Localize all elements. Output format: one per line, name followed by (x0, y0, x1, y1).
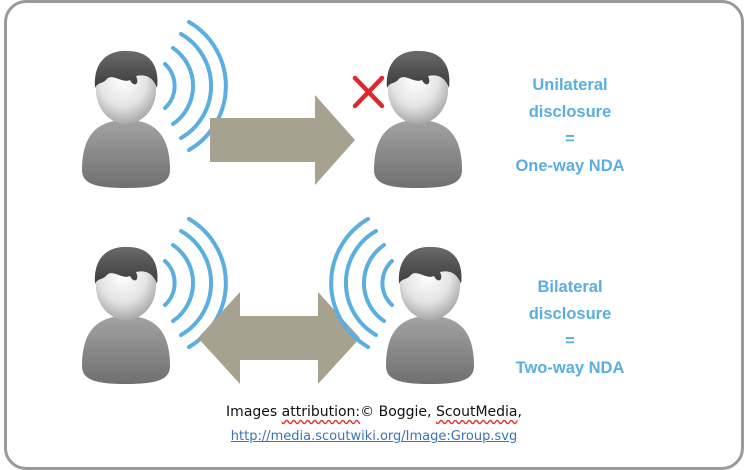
row1-one-way-arrow-icon (210, 95, 355, 185)
row2-label-line2: disclosure (528, 305, 612, 323)
row1-label-line2: disclosure (528, 103, 612, 121)
row1-label: Unilateral disclosure = One-way NDA (470, 72, 670, 180)
row2-right-person (386, 246, 474, 384)
attribution-middle: © Boggie, (360, 404, 436, 420)
row2-label-line3: = (565, 332, 575, 350)
row2-left-person (82, 246, 170, 384)
row2-label: Bilateral disclosure = Two-way NDA (470, 274, 670, 382)
row1-label-line4: One-way NDA (515, 157, 625, 175)
attribution-link[interactable]: http://media.scoutwiki.org/Image:Group.s… (230, 429, 518, 444)
row1-label-line1: Unilateral (532, 76, 608, 94)
row1-x-mark-icon (352, 75, 385, 109)
attribution-suffix: , (517, 404, 522, 420)
attribution-text: Images attribution:© Boggie, ScoutMedia, (0, 404, 748, 420)
attribution-prefix: Images (226, 404, 282, 420)
attribution-link-row: http://media.scoutwiki.org/Image:Group.s… (0, 428, 748, 444)
row2-two-way-arrow-icon (198, 292, 360, 384)
row1-left-person (82, 50, 170, 188)
row1-right-person (374, 50, 462, 188)
attribution-scoutmedia: ScoutMedia (435, 404, 518, 420)
nda-diagram (82, 20, 474, 384)
row2-label-line4: Two-way NDA (515, 359, 625, 377)
row2-label-line1: Bilateral (537, 278, 603, 296)
row1-label-line3: = (565, 130, 575, 148)
attribution-word: attribution: (281, 404, 361, 420)
